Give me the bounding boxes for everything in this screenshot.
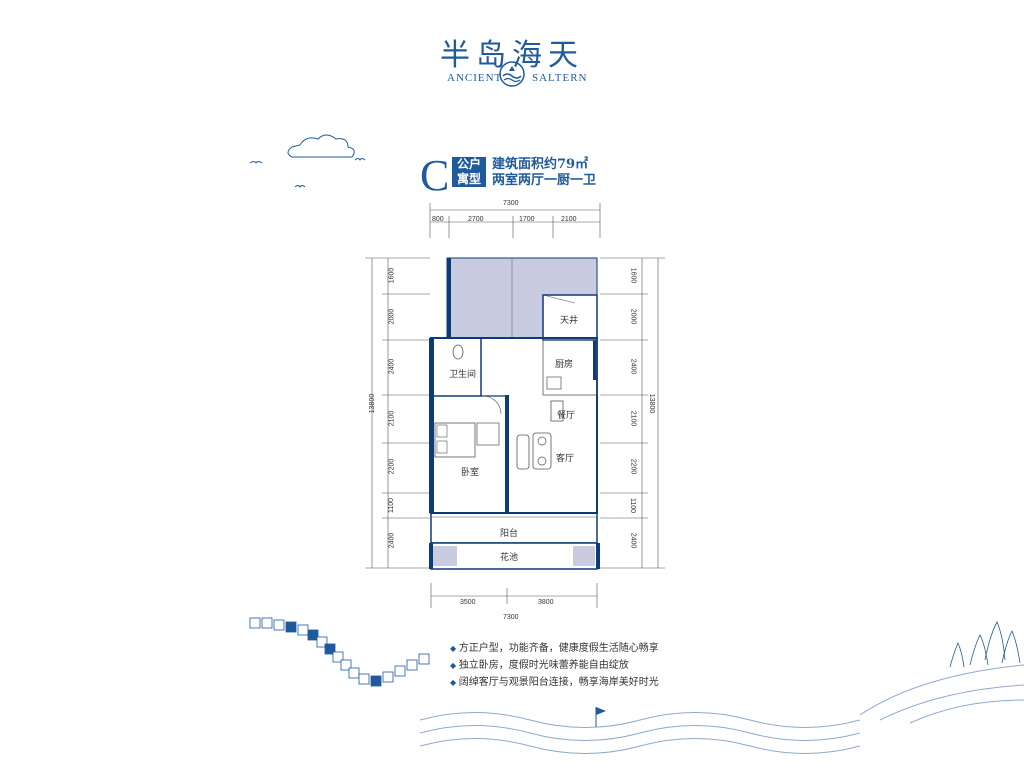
dim-top-seg: 800 xyxy=(432,216,444,223)
unit-layout: 两室两厅一厨一卫 xyxy=(492,173,597,188)
dim-right-seg: 2100 xyxy=(629,410,637,427)
bottom-dimension-lines xyxy=(430,583,598,608)
room-living: 客厅 xyxy=(556,454,575,464)
dim-top-seg: 2100 xyxy=(561,216,577,223)
site-map-icon xyxy=(249,617,430,687)
unit-type-badge: 公户 寓型 xyxy=(452,157,486,187)
dim-bottom-total: 7300 xyxy=(503,614,519,621)
feature-list: 方正户型，功能齐备，健康度假生活随心畅享 独立卧房，度假时光味蕾养能自由绽放 阔… xyxy=(450,640,659,691)
room-flowerbed: 花池 xyxy=(500,553,519,563)
dim-left-seg: 2400 xyxy=(388,358,396,375)
dim-right-seg: 2400 xyxy=(629,358,637,375)
shoreline-trees-icon xyxy=(860,621,1024,724)
top-dimension-lines xyxy=(429,203,601,238)
dim-left-seg: 2100 xyxy=(388,410,396,427)
room-balcony: 阳台 xyxy=(500,529,519,539)
dim-left-seg: 1600 xyxy=(388,267,396,284)
unit-info: 建筑面积约79㎡ 两室两厅一厨一卫 xyxy=(492,157,596,189)
brand-sub-right: SALTERN xyxy=(532,72,588,84)
feature-item: 阔绰客厅与观景阳台连接，畅享海岸美好时光 xyxy=(450,674,659,691)
floor-plan xyxy=(429,257,600,570)
left-dimension-lines xyxy=(365,257,430,569)
dim-bottom-seg: 3800 xyxy=(538,599,554,606)
dim-left-seg: 2200 xyxy=(388,458,396,475)
right-dimension-lines xyxy=(600,257,665,569)
brand-sub-left: ANCIENT xyxy=(447,72,503,84)
logo-wave-icon xyxy=(499,61,525,87)
unit-type-line1: 公户 xyxy=(456,157,481,171)
feature-item: 独立卧房，度假时光味蕾养能自由绽放 xyxy=(450,657,659,674)
room-kitchen: 厨房 xyxy=(555,360,574,370)
dim-top-total: 7300 xyxy=(503,200,519,207)
brand-title: 半岛海天 xyxy=(440,38,584,73)
dim-right-seg: 1100 xyxy=(629,497,637,514)
room-skywell: 天井 xyxy=(560,316,579,326)
room-bathroom: 卫生间 xyxy=(449,370,477,380)
room-bedroom: 卧室 xyxy=(461,468,480,478)
unit-type-line2: 寓型 xyxy=(456,172,481,186)
dim-right-total: 13800 xyxy=(648,393,656,414)
dim-left-seg: 2000 xyxy=(388,308,396,325)
dim-top-seg: 2700 xyxy=(468,216,484,223)
feature-item: 方正户型，功能齐备，健康度假生活随心畅享 xyxy=(450,640,659,657)
dim-right-seg: 2000 xyxy=(629,308,637,325)
dim-bottom-seg: 3500 xyxy=(460,599,476,606)
room-dining: 餐厅 xyxy=(557,411,576,421)
dim-left-seg: 2400 xyxy=(388,532,396,549)
dim-top-seg: 1700 xyxy=(519,216,535,223)
dim-right-seg: 1600 xyxy=(629,267,637,284)
dim-right-seg: 2400 xyxy=(629,532,637,549)
dim-left-total: 13800 xyxy=(369,393,377,414)
dim-right-seg: 2200 xyxy=(629,458,637,475)
wave-lines-icon xyxy=(420,707,860,754)
unit-area: 建筑面积约79㎡ xyxy=(492,157,589,172)
cloud-birds-icon xyxy=(249,134,366,188)
dim-left-seg: 1100 xyxy=(388,497,396,514)
unit-letter: C xyxy=(420,151,450,200)
